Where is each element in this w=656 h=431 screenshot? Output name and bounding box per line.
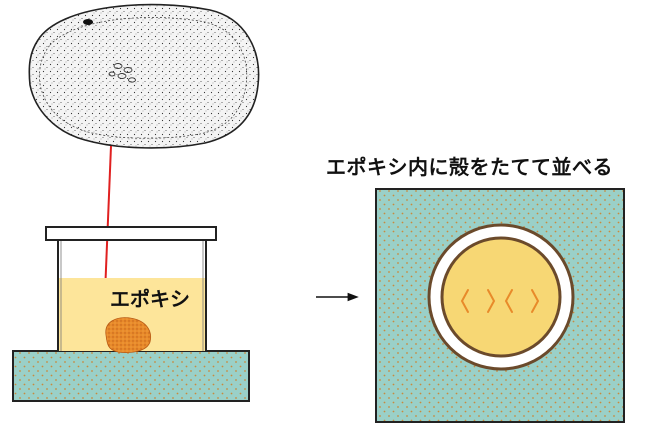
shell-sample (105, 317, 152, 353)
shell-inner-disc (440, 236, 562, 358)
mold-lid (45, 226, 217, 241)
shell-drawing (28, 3, 260, 149)
cross-section-panel (375, 188, 625, 423)
mold-base (12, 350, 250, 402)
shell-eye-spot (83, 19, 93, 25)
mold-container (12, 226, 250, 402)
epoxy-label: エポキシ (110, 287, 190, 311)
shell-growth-marks (460, 289, 540, 313)
cross-section-title: エポキシ内に殻をたてて並べる (326, 155, 613, 179)
